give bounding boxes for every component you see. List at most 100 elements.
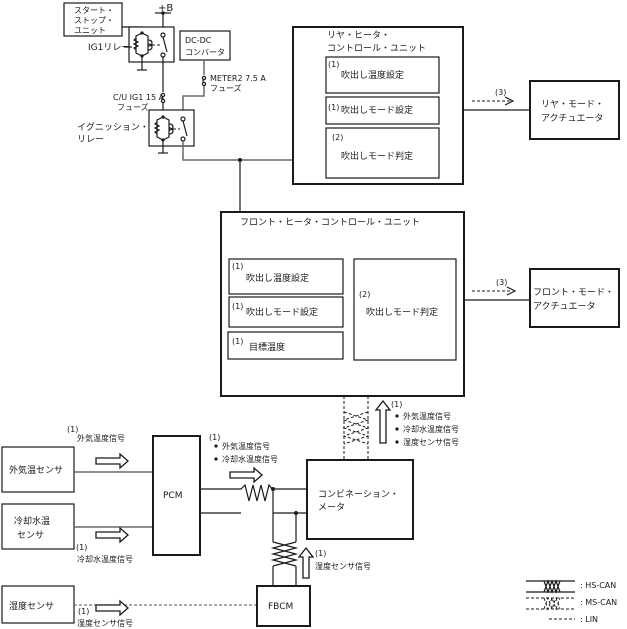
outside-temp-signal-label: 外気温度信号 [77,433,125,443]
front-block-mode-setting [228,296,344,328]
fbcm-signal-num: (1) [315,549,326,558]
rear-block-3-num: (2) [332,133,343,142]
pcm-signal-item-1: 外気温度信号 [222,441,270,451]
outside-temp-signal-num: (1) [67,425,78,434]
dcdc-label-1: DC-DC [185,36,212,45]
outside-temp-arrow-icon [95,452,129,470]
pcm-module [152,435,201,556]
legend-ms-can: : MS-CAN [580,598,617,607]
pcm-label: PCM [163,491,182,501]
rear-mode-actuator [529,80,620,140]
combination-meter [306,459,414,540]
meter-label-1: コンビネーション・ [318,489,399,500]
legend-hs-can-icon [526,579,575,594]
rear-block-2-label: 吹出しモード設定 [341,104,413,116]
fbcm-signal-label: 湿度センサ信号 [315,561,371,571]
humidity-arrow-icon [95,599,129,617]
front-actuator-label-1: フロント・モード・ [533,288,614,298]
bullet-icon [214,457,218,461]
rear-output-arrow-icon [504,96,515,106]
ignition-relay-icon [148,109,195,154]
start-stop-unit-label-2: ストップ・ [74,16,114,25]
coolant-temp-arrow-icon [95,526,129,544]
front-unit-title: フロント・ヒータ・コントロール・ユニット [240,217,420,228]
front-output-num: (3) [496,278,507,287]
bullet-icon [395,427,399,431]
front-block-3-label: 目標温度 [249,341,285,353]
rear-unit-title-2: コントロール・ユニット [327,44,426,54]
meter-fuse-wire [182,86,205,118]
outside-temp-sensor-label: 外気温センサ [9,464,63,476]
front-block-3-num: (1) [232,337,243,346]
humidity-signal-label: 湿度センサ信号 [77,618,133,628]
front-block-2-num: (1) [232,302,243,311]
ig1-relay-label: IG1リレー [88,43,130,53]
bullet-icon [395,414,399,418]
ms-can-bus [342,396,370,460]
fbcm-label: FBCM [268,602,293,612]
rear-block-1-label: 吹出し温度設定 [341,69,404,81]
fbcm-module [256,585,311,627]
meter-label-2: メータ [318,502,345,513]
pcm-to-meter-arrow-icon [229,466,263,484]
front-judge-label: 吹出しモード判定 [366,306,438,318]
humidity-sensor-label: 湿度センサ [9,600,54,612]
bullet-icon [214,444,218,448]
coolant-temp-signal-label: 冷却水温度信号 [77,554,133,564]
coolant-temp-sensor [1,503,75,550]
rear-block-temp-setting [325,56,440,94]
meter-to-front-arrow-icon [374,399,392,444]
meter-to-front-num: (1) [391,400,402,409]
dcdc-label-2: コンバータ [185,48,225,57]
front-judge-num: (2) [359,290,370,299]
meter-fuse-icon [201,75,207,87]
pcm-signal-item-2: 冷却水温度信号 [222,454,278,464]
start-stop-unit-label-3: ユニット [74,26,106,35]
front-block-2-label: 吹出しモード設定 [246,306,318,318]
meter-to-front-item-3: 湿度センサ信号 [403,437,459,447]
dcdc-converter-box [179,30,231,61]
meter-fuse-label-2: フューズ [210,83,242,93]
outside-temp-sensor [1,446,75,493]
front-block-1-label: 吹出し温度設定 [246,272,309,284]
meter-to-front-item-2: 冷却水温度信号 [403,424,459,434]
rear-block-mode-setting [325,96,440,125]
front-actuator-label-2: アクチュエータ [533,301,596,312]
cu-fuse-label-1: C/U IG1 15 A [113,93,165,102]
ignition-output-wire [182,141,293,161]
front-block-1-num: (1) [232,262,243,271]
humidity-signal-num: (1) [78,607,89,616]
front-block-target-temp [227,331,344,360]
rear-actuator-label-1: リヤ・モード・ [541,100,604,110]
rear-block-3-label: 吹出しモード判定 [341,150,413,162]
hs-can-bus-fbcm [270,489,299,586]
coolant-temp-signal-num: (1) [76,543,87,552]
meter-to-front-item-1: 外気温度信号 [403,411,451,421]
ig1-relay-icon [128,26,175,71]
coolant-temp-sensor-label-2: センサ [17,530,44,541]
cu-fuse-icon [160,92,166,104]
fbcm-to-meter-arrow-icon [297,546,315,579]
start-stop-unit-label-1: スタート・ [74,6,114,15]
front-block-mode-judge [353,258,457,361]
pcm-signal-num: (1) [209,433,220,442]
legend-hs-can: : HS-CAN [580,581,616,590]
meter-fuse-label-1: METER2 7.5 A [210,74,266,83]
start-stop-unit-box [63,2,123,37]
rear-actuator-label-2: アクチュエータ [541,113,604,124]
hs-can-bus-pcm [200,483,307,514]
rear-block-2-num: (1) [328,103,339,112]
legend-lin: : LIN [580,615,598,624]
front-mode-actuator [529,268,620,328]
plus-b-label: +B [158,3,173,14]
ignition-relay-label-2: リレー [77,135,104,145]
rear-output-num: (3) [495,88,506,97]
bullet-icon [395,440,399,444]
rear-unit-title-1: リヤ・ヒータ・ [327,30,390,41]
cu-fuse-label-2: フューズ [117,102,149,112]
rear-block-1-num: (1) [328,60,339,69]
coolant-temp-sensor-label-1: 冷却水温 [14,515,50,527]
front-block-temp-setting [228,258,344,295]
front-output-arrow-icon [506,286,517,296]
